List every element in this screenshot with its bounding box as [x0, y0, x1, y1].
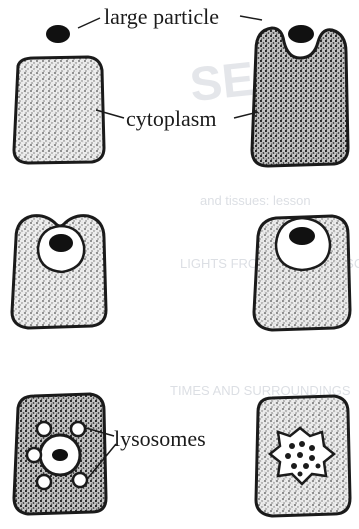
cell-1-shading: [14, 57, 104, 163]
label-cytoplasm: cytoplasm: [126, 108, 216, 130]
lysosome-3: [27, 448, 41, 462]
label-large-particle: large particle: [104, 6, 219, 28]
lysosome-2: [71, 422, 85, 436]
lysosome-5: [73, 473, 87, 487]
particle-leader-line-right: [240, 16, 262, 20]
large-particle-engulfed-1: [49, 234, 73, 252]
particle-leader-line-left: [78, 18, 100, 28]
large-particle-free: [46, 25, 70, 43]
lysosome-4: [37, 475, 51, 489]
large-particle-entering: [288, 25, 314, 43]
cell-2-shading: [252, 28, 348, 166]
label-lysosomes: lysosomes: [114, 428, 206, 450]
lysosome-1: [37, 422, 51, 436]
large-particle-engulfed-2: [289, 227, 315, 245]
particle-in-vacuole-5: [52, 449, 68, 461]
